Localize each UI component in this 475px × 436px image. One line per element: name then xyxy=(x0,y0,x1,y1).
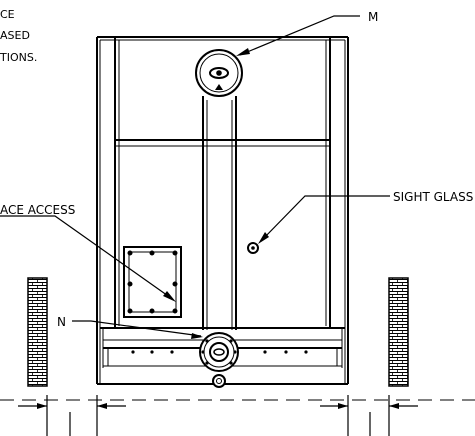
sight-glass xyxy=(247,242,259,254)
horizontal-frame-band xyxy=(115,139,330,147)
dimension-marks xyxy=(18,395,418,436)
note-line-3: TIONS. xyxy=(0,51,37,64)
leader-lines xyxy=(0,15,390,337)
base-rail-bolts xyxy=(131,350,308,354)
port-m xyxy=(195,49,243,97)
note-line-1: CE xyxy=(0,8,15,21)
callout-sight-glass: SIGHT GLASS xyxy=(393,190,473,204)
callout-m: M xyxy=(368,10,378,24)
left-brick-wall xyxy=(27,277,48,387)
note-line-2: ASED xyxy=(0,29,30,42)
leader-arrowheads xyxy=(163,48,269,339)
right-brick-wall xyxy=(388,277,409,387)
callout-n: N xyxy=(57,315,66,329)
access-panel xyxy=(123,246,182,318)
cabinet-outline xyxy=(96,36,349,384)
callout-access: ACE ACCESS xyxy=(0,203,75,217)
flange-n xyxy=(199,332,239,388)
cabinet-thin-lines xyxy=(99,39,346,384)
dimension-arrowheads xyxy=(37,403,399,409)
vertical-column xyxy=(202,96,237,330)
